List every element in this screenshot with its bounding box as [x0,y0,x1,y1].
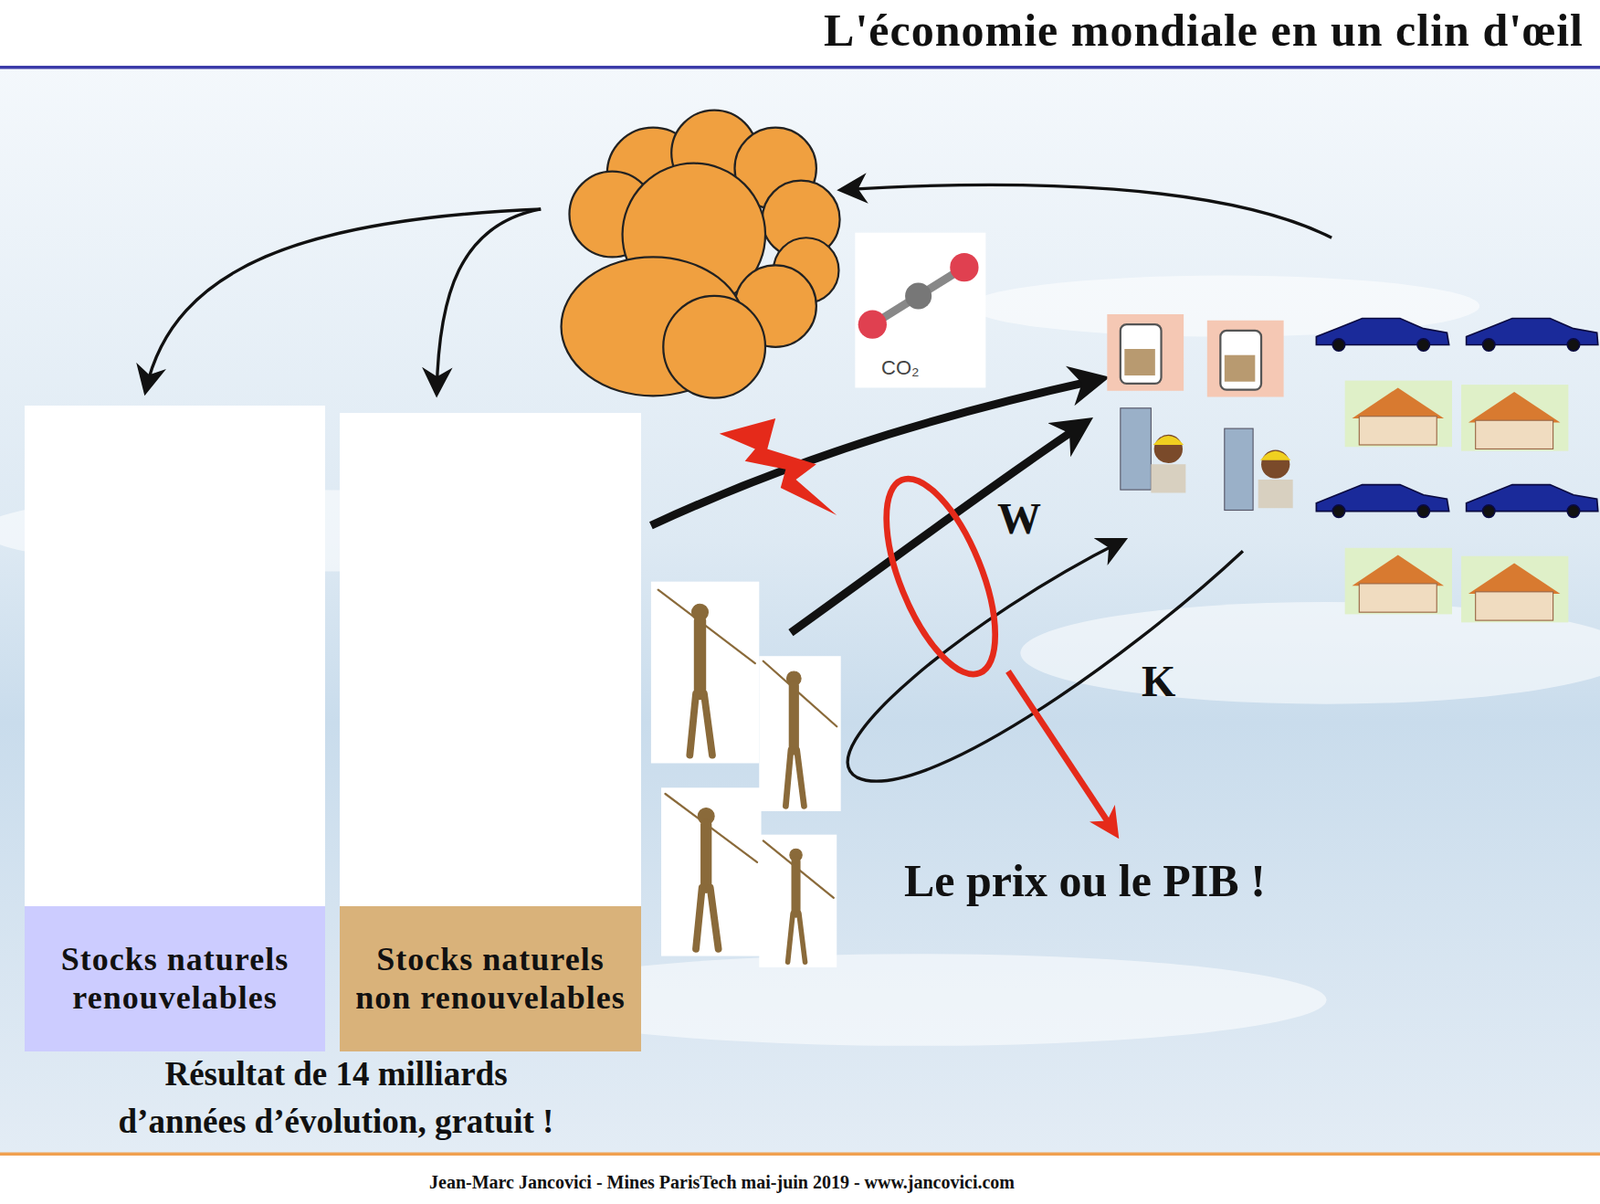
stock-box: Stocks naturels non renouvelables [339,412,642,1052]
stock-label-band: Stocks naturels renouvelables [24,905,326,1052]
label: W [997,493,1042,544]
label: Le prix ou le PIB ! [904,853,1266,907]
label: K [1141,655,1176,706]
house [1345,380,1569,623]
cloud [561,110,841,399]
label: CO₂ [881,356,920,380]
stock-label: Stocks naturels non renouvelables [339,936,642,1021]
workers [1120,408,1294,511]
stock-label-band: Stocks naturels non renouvelables [339,905,642,1052]
coffee-maker [1106,314,1284,397]
title: L'économie mondiale en un clin d'œil [823,3,1584,57]
label: Jean-Marc Jancovici - Mines ParisTech ma… [429,1171,1015,1193]
stock-box: Stocks naturels renouvelables [24,405,326,1052]
label: Résultat de 14 milliards d’années d’évol… [107,1050,565,1146]
car [1315,317,1598,517]
caveman [651,581,842,968]
stock-label: Stocks naturels renouvelables [24,936,326,1021]
